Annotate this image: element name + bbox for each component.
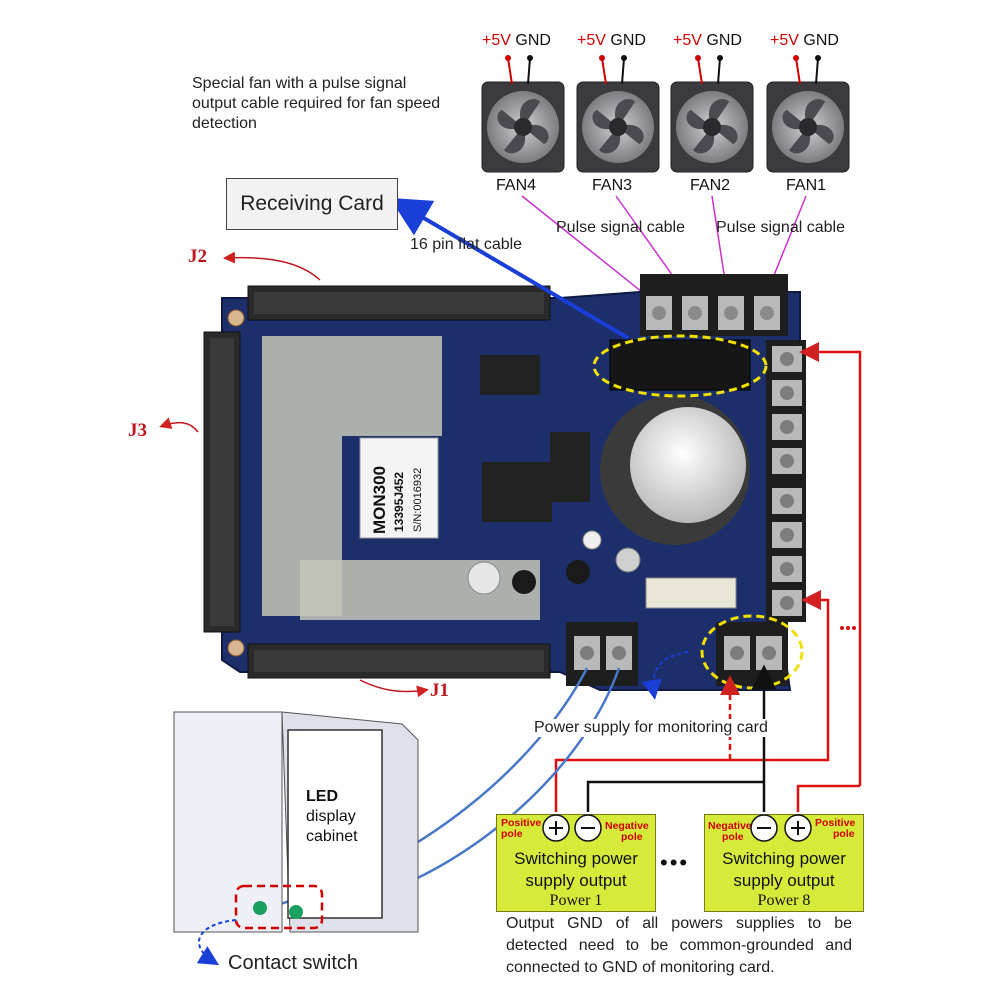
fan-note: Special fan with a pulse signal output c… [192,75,441,132]
psu-ellipsis: ••• [660,850,690,875]
power-monitor-label: Power supply for monitoring card [534,719,768,737]
psu8-line1: Switching power [722,849,846,868]
red-power-wires [554,342,862,812]
ground-note: Output GND of all powers supplies to be … [506,915,852,976]
psu8-name: Power 8 [757,892,811,909]
power-terminal-block [766,340,806,622]
fan3-power-labels: +5V GND [577,32,646,49]
fan-terminal-block [640,274,788,336]
receiving-card-box: Receiving Card [226,178,398,230]
chip-model: MON300 [370,465,389,534]
j3-label: J3 [128,420,147,441]
j3-arrow [159,417,199,433]
fan1-power-labels: +5V GND [770,32,839,49]
psu1-line1: Switching power [514,849,638,868]
switch-contact-left [253,901,267,915]
fan2-label: FAN2 [690,177,731,194]
switch-contact-right [289,905,303,919]
psu1-name: Power 1 [549,892,603,909]
fan-4 [481,81,565,173]
fan-power-wires [507,57,819,85]
chip-code: 13395J452 [392,471,406,532]
fan3-label: FAN3 [592,177,633,194]
switch-blue-arrow [641,651,689,700]
monitor-power-terminal [716,622,788,686]
black-ground-wires [586,664,777,812]
fan4-power-labels: +5V GND [482,32,551,49]
flat-cable-arrow [389,197,630,340]
led-cabinet-label: LED display cabinet [306,788,358,845]
j1-arrow [359,679,429,698]
j1-label: J1 [430,680,449,701]
red-dots [840,626,856,630]
led-cabinet [173,711,419,933]
fan-3 [576,81,660,173]
pulse-cable-label-left: Pulse signal cable [556,219,685,236]
psu1-line2: supply output [525,871,627,890]
fan1-label: FAN1 [786,177,827,194]
header-highlight [592,334,768,398]
j2-arrow [223,251,321,281]
chip-serial: S/N:0016932 [412,467,424,532]
fan-wire-dots [505,55,821,61]
fan4-label: FAN4 [496,177,537,194]
switch-highlight [234,884,324,930]
contact-switch-terminal [566,622,638,686]
monitoring-board [203,285,801,691]
fan-1 [766,81,850,173]
fan2-power-labels: +5V GND [673,32,742,49]
flat-cable-label: 16 pin flat cable [410,236,523,253]
fan-2 [670,81,754,173]
contact-switch-arrow [196,919,237,966]
contact-switch-label: Contact switch [228,952,359,974]
pulse-cable-label-right: Pulse signal cable [716,219,845,236]
psu8-line2: supply output [733,871,835,890]
j2-label: J2 [188,246,207,267]
